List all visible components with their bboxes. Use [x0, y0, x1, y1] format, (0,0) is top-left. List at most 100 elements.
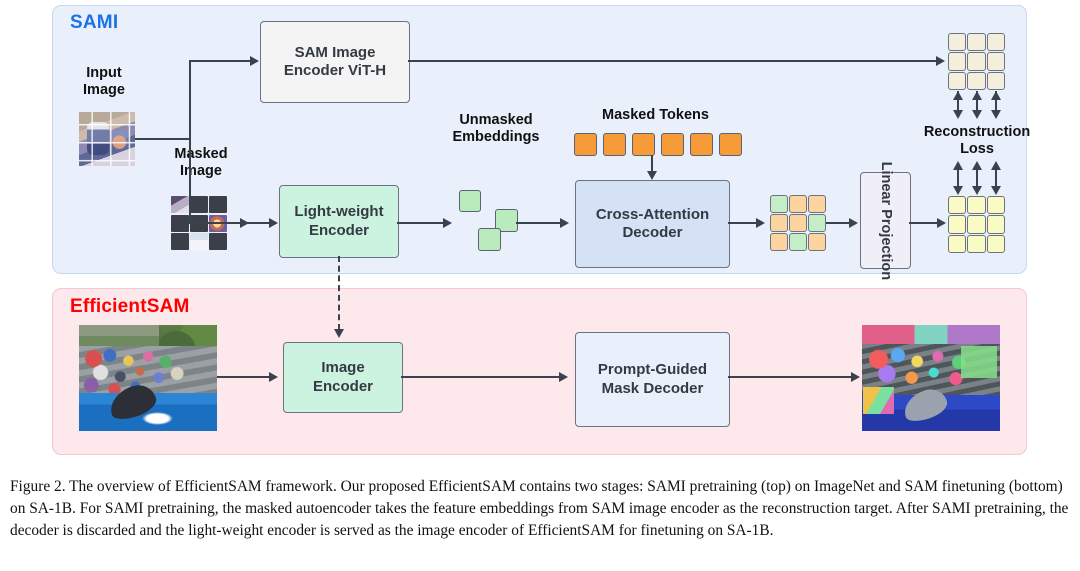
loss-arrowhead-up [972, 91, 982, 100]
grid-cell [948, 33, 967, 52]
arrowhead-to-image-encoder [269, 372, 278, 382]
arrowhead-to-mixed-grid [756, 218, 765, 228]
masked-token [719, 133, 742, 156]
grid-cell [808, 233, 826, 251]
arrowhead-to-target-grid [936, 56, 945, 66]
patch-visible [190, 233, 208, 250]
connector-input-split [135, 138, 191, 140]
grid-cell [808, 195, 826, 213]
patch-masked [209, 196, 227, 213]
grid-cell [967, 71, 986, 90]
connector-masked-to-encoder [227, 222, 271, 224]
grid-cell [967, 33, 986, 52]
image-encoder-box[interactable]: Image Encoder [283, 342, 403, 413]
linear-projection-box[interactable]: Linear Projection [860, 161, 911, 280]
linear-projection-label: Linear Projection [878, 161, 895, 280]
grid-cell [948, 215, 967, 234]
masked-token [632, 133, 655, 156]
efficientsam-panel-title: EfficientSAM [70, 296, 190, 317]
reconstruction-prediction-grid [948, 196, 1005, 253]
lightweight-encoder-box[interactable]: Light-weight Encoder [279, 185, 399, 258]
grid-cell [770, 233, 788, 251]
loss-arrow-line [976, 91, 978, 113]
grid-cell [986, 71, 1005, 90]
connector-input-to-masked [189, 222, 243, 224]
masked-token [690, 133, 713, 156]
grid-cell [967, 234, 986, 253]
connector-tokens-to-decoder [651, 155, 653, 173]
segment-vegetation-region [961, 346, 998, 378]
grid-cell [967, 52, 986, 71]
connector-mixed-grid-to-projection [826, 222, 851, 224]
connector-image-encoder-to-mask-decoder [401, 376, 561, 378]
loss-arrowhead-up [991, 91, 1001, 100]
patch-visible [171, 196, 189, 213]
loss-arrowhead-down [972, 186, 982, 195]
weight-transfer-dashed-arrow [338, 256, 340, 330]
sam-image-encoder-label: SAM Image Encoder ViT-H [283, 43, 387, 79]
connector-input-to-sam-encoder [189, 60, 251, 62]
loss-arrowhead-up [991, 161, 1001, 170]
grid-cell [948, 52, 967, 71]
loss-arrow-line [976, 168, 978, 192]
connector-sam-encoder-to-target-grid [408, 60, 938, 62]
unmasked-embedding-token [478, 228, 501, 251]
arrowhead-to-sam-encoder [250, 56, 259, 66]
efficientsam-segmented-output-photo [862, 325, 1000, 431]
grid-cell [986, 234, 1005, 253]
grid-cell [770, 214, 788, 232]
patch-masked [209, 233, 227, 250]
patch-masked [190, 196, 208, 213]
reconstruction-loss-label: Reconstruction Loss [923, 124, 1031, 158]
photo-splash [142, 411, 173, 425]
arrowhead-to-mask-decoder [559, 372, 568, 382]
connector-decoder-to-mixed-grid [728, 222, 758, 224]
segment-left-objects-region [863, 386, 894, 415]
cross-attention-decoder-box[interactable]: Cross-Attention Decoder [575, 180, 730, 268]
grid-cell [967, 215, 986, 234]
loss-arrowhead-down [972, 110, 982, 119]
grid-cell [770, 195, 788, 213]
prompt-guided-mask-decoder-box[interactable]: Prompt-Guided Mask Decoder [575, 332, 730, 427]
arrowhead-to-lightweight-encoder [269, 218, 278, 228]
unmasked-embedding-token [459, 190, 481, 212]
arrowhead-to-linear-projection [849, 218, 858, 228]
unmasked-embedding-token [495, 209, 518, 232]
grid-cell [986, 52, 1005, 71]
loss-arrow-line [995, 168, 997, 192]
connector-projection-to-predicted-grid [909, 222, 939, 224]
connector-mask-decoder-to-output [728, 376, 853, 378]
sam-image-encoder-box[interactable]: SAM Image Encoder ViT-H [260, 21, 410, 103]
loss-arrowhead-down [953, 186, 963, 195]
loss-arrow-line [995, 91, 997, 113]
input-image-patch-grid [79, 112, 135, 166]
loss-arrow-line [957, 91, 959, 113]
image-encoder-label: Image Encoder [312, 359, 373, 395]
input-image-thumbnail [79, 112, 135, 166]
grid-cell [986, 196, 1005, 215]
connector-embeddings-to-decoder [516, 222, 562, 224]
arrowhead-weight-transfer [334, 329, 344, 338]
masked-token [661, 133, 684, 156]
masked-image-label: Masked Image [174, 146, 228, 180]
arrowhead-tokens-to-decoder [647, 171, 657, 180]
grid-cell [967, 196, 986, 215]
loss-arrowhead-up [972, 161, 982, 170]
figure-caption: Figure 2. The overview of EfficientSAM f… [10, 478, 1069, 539]
efficientsam-input-photo [79, 325, 217, 431]
masked-tokens-label: Masked Tokens [602, 107, 709, 123]
grid-cell [986, 33, 1005, 52]
reconstruction-target-grid [948, 33, 1005, 90]
grid-cell [948, 71, 967, 90]
patch-masked [171, 233, 189, 250]
grid-cell [808, 214, 826, 232]
masked-token [574, 133, 597, 156]
arrowhead-to-cross-attention [560, 218, 569, 228]
lightweight-encoder-label: Light-weight Encoder [294, 203, 384, 239]
connector-input-vertical [189, 61, 191, 223]
grid-cell [789, 195, 807, 213]
masked-token [603, 133, 626, 156]
input-image-label: Input Image [83, 65, 125, 99]
loss-arrow-line [957, 168, 959, 192]
